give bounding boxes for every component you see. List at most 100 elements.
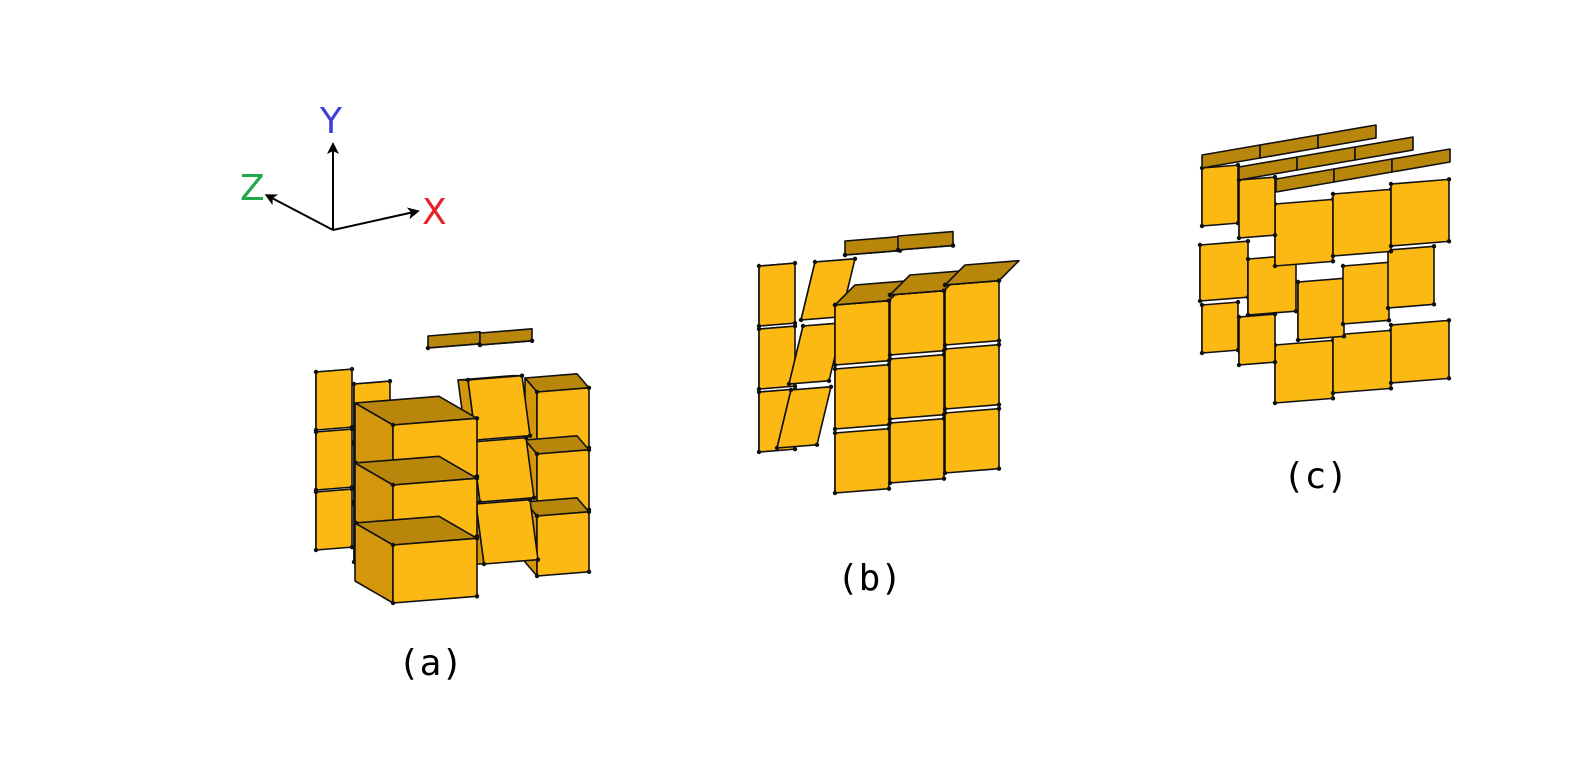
cubie	[1199, 162, 1241, 229]
cubie	[1272, 197, 1336, 269]
cubie	[887, 416, 947, 486]
vertex-dot	[1446, 376, 1452, 381]
vertex-dot	[942, 406, 948, 412]
vertex-dot	[942, 470, 948, 476]
vertex-dot	[390, 542, 396, 548]
vertex-dot	[774, 445, 780, 451]
vertex-dot	[826, 378, 832, 383]
vertex-dot	[1446, 318, 1452, 323]
vertex-dot	[1245, 238, 1251, 244]
vertex-dot	[1235, 299, 1241, 305]
cubie	[1236, 174, 1278, 241]
cubie-front-face	[1274, 198, 1334, 267]
vertex-dot	[1340, 263, 1346, 269]
vertex-dot	[1295, 279, 1301, 285]
vertex-dot	[387, 378, 393, 384]
cubie-front-face	[1390, 178, 1450, 247]
vertex-dot	[1446, 177, 1452, 182]
vertex-dot	[756, 389, 762, 395]
cubie-front-face	[471, 436, 535, 503]
vertex-dot	[474, 476, 480, 481]
vertex-dot	[792, 260, 798, 266]
vertex-dot	[1330, 390, 1336, 396]
vertex-dot	[1340, 321, 1346, 327]
cubie	[832, 362, 892, 432]
vertex-dot	[1199, 302, 1205, 308]
vertex-dot	[1199, 350, 1205, 356]
cubie-front-face	[1332, 188, 1392, 257]
vertex-dot	[996, 338, 1002, 343]
cubie-front-face	[1297, 277, 1345, 341]
vertex-dot	[887, 416, 893, 422]
cubie-front-face	[889, 417, 945, 484]
vertex-dot	[535, 557, 541, 562]
vertex-dot	[1385, 305, 1391, 311]
cubie-front-face	[1274, 339, 1334, 404]
vertex-dot	[941, 476, 947, 481]
vertex-dot	[390, 482, 396, 488]
vertex-dot	[313, 489, 319, 495]
cubie	[313, 486, 355, 553]
vertex-dot	[996, 342, 1002, 347]
cubie-front-face	[1332, 329, 1392, 394]
vertex-dot	[1431, 244, 1437, 249]
vertex-dot	[534, 573, 540, 579]
vertex-dot	[756, 449, 762, 455]
vertex-dot	[842, 252, 848, 258]
cubie-front-face	[944, 343, 1000, 410]
cubie	[313, 366, 355, 433]
vertex-dot	[481, 561, 487, 567]
vertex-dot	[996, 278, 1002, 283]
vertex-dot	[1330, 259, 1336, 264]
vertex-dot	[1272, 359, 1278, 365]
cubie-front-face	[1238, 313, 1276, 366]
vertex-dot	[586, 569, 592, 575]
cubie	[1385, 244, 1437, 311]
vertex-dot	[474, 594, 480, 599]
vertex-dot	[349, 366, 355, 372]
x-axis-arrow	[332, 207, 420, 231]
vertex-dot	[349, 426, 355, 432]
vertex-dot	[1272, 400, 1278, 406]
vertex-dot	[1236, 314, 1242, 320]
cubie	[887, 288, 947, 358]
vertex-dot	[812, 259, 818, 265]
caption-a: (a)	[398, 643, 463, 684]
cubie-front-face	[1201, 301, 1239, 354]
vertex-dot	[425, 345, 431, 351]
vertex-dot	[942, 342, 948, 348]
vertex-dot	[534, 389, 540, 395]
cubie	[895, 230, 956, 253]
cubie	[477, 328, 535, 348]
vertex-dot	[941, 288, 947, 293]
cubie	[354, 515, 480, 606]
cubie-front-face	[834, 299, 890, 366]
cubie	[1236, 311, 1278, 368]
cubie	[942, 342, 1002, 412]
cubie-front-face	[475, 498, 539, 565]
vertex-dot	[996, 466, 1002, 471]
vertex-dot	[1330, 253, 1336, 259]
vertex-dot	[886, 486, 892, 491]
cubie-front-face	[315, 488, 353, 551]
vertex-dot	[534, 513, 540, 519]
z-axis-label: Z	[240, 168, 265, 209]
cubie-front-face	[1342, 261, 1390, 325]
vertex-dot	[1197, 298, 1203, 304]
vertex-dot	[349, 486, 355, 492]
cubie	[942, 406, 1002, 476]
vertex-dot	[1388, 249, 1394, 254]
cubie-front-face	[315, 428, 353, 491]
cubie	[425, 331, 483, 351]
cubie-top-face	[1317, 124, 1377, 149]
vertex-dot	[523, 435, 529, 440]
vertex-dot	[1236, 235, 1242, 241]
cubie	[887, 352, 947, 422]
cubie-top-face	[1354, 136, 1414, 161]
y-axis-label: Y	[319, 101, 343, 142]
cube-panel-a	[313, 328, 592, 606]
x-axis-label: X	[422, 192, 447, 233]
cubie	[842, 235, 903, 258]
vertex-dot	[887, 420, 893, 426]
